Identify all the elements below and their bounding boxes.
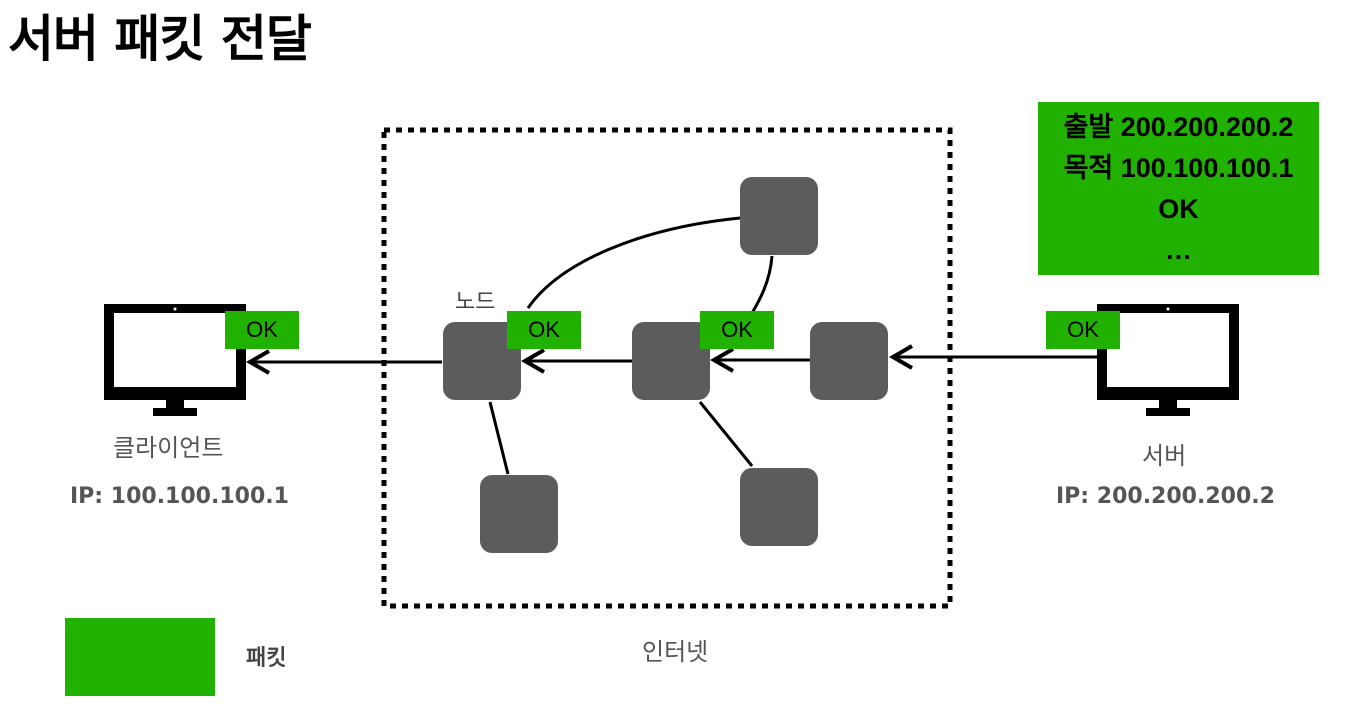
node-left xyxy=(443,322,521,400)
packet-tag-node-left: OK xyxy=(507,311,581,349)
node-top xyxy=(740,177,818,255)
internet-boundary xyxy=(381,127,953,609)
arrowhead-node-left xyxy=(521,348,546,374)
packet-tag-client: OK xyxy=(225,311,299,349)
link-top-curve xyxy=(526,216,741,309)
server-ip: IP: 200.200.200.2 xyxy=(1056,484,1275,509)
packet-source: 출발 200.200.200.2 xyxy=(1063,111,1294,142)
client-ip: IP: 100.100.100.1 xyxy=(70,484,289,509)
packet-more: … xyxy=(1165,234,1192,265)
arrowhead-client xyxy=(246,349,271,375)
client-monitor-icon xyxy=(104,304,246,416)
arrowhead-node-middle xyxy=(710,347,735,373)
packet-destination: 목적 100.100.100.1 xyxy=(1063,152,1294,183)
legend-packet-swatch xyxy=(65,618,215,696)
client-name: 클라이언트 xyxy=(113,434,224,462)
node-bottom-right xyxy=(740,468,818,546)
packet-path xyxy=(246,344,1098,375)
internet-label: 인터넷 xyxy=(642,638,709,666)
packet-detail-box: 출발 200.200.200.2 목적 100.100.100.1 OK … xyxy=(1038,102,1319,275)
node-label: 노드 xyxy=(455,290,496,315)
packet-payload: OK xyxy=(1158,193,1199,224)
link-left-to-bottom xyxy=(488,401,510,475)
node-right xyxy=(810,322,888,400)
arrowhead-node-right xyxy=(889,344,914,370)
legend-packet-label: 패킷 xyxy=(246,646,287,671)
node-bottom-left xyxy=(480,475,558,553)
server-name: 서버 xyxy=(1142,442,1187,470)
link-middle-to-bottom xyxy=(698,401,754,467)
packet-tag-server: OK xyxy=(1046,311,1120,349)
packet-tag-node-middle: OK xyxy=(700,311,774,349)
server-monitor-icon xyxy=(1097,304,1239,416)
page-title: 서버 패킷 전달 xyxy=(8,10,312,68)
node-middle xyxy=(632,322,710,400)
